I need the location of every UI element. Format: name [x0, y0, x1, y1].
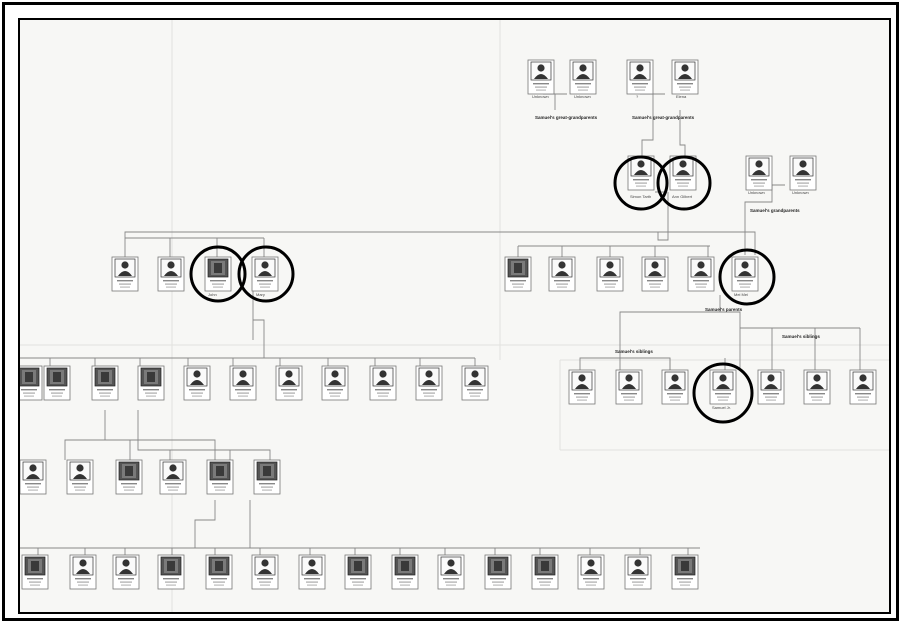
person-card[interactable] [112, 257, 138, 291]
family-tree-canvas: Samuel's great-grandparents Samuel's gre… [18, 18, 891, 614]
svg-text:Unknown: Unknown [574, 94, 591, 99]
person-card[interactable] [688, 257, 714, 291]
person-card[interactable] [370, 366, 396, 400]
caption-siblings-left: Samuel's siblings [615, 349, 653, 354]
caption-grandparents-right: Samuel's grandparents [750, 208, 800, 213]
person-card[interactable] [804, 370, 830, 404]
person-card-circled[interactable]: Samuel Jr. [710, 370, 736, 410]
person-card[interactable]: Unknown [790, 156, 816, 195]
caption-great-grandparents-left: Samuel's great-grandparents [535, 115, 598, 120]
person-card-circled[interactable]: John [205, 257, 231, 297]
person-card[interactable] [22, 555, 48, 589]
svg-text:?: ? [636, 94, 639, 99]
person-card[interactable] [206, 555, 232, 589]
person-card[interactable] [70, 555, 96, 589]
person-card[interactable] [416, 366, 442, 400]
person-card[interactable] [662, 370, 688, 404]
caption-parents: Samuel's parents [705, 307, 743, 312]
person-card[interactable]: Unknown [746, 156, 772, 195]
person-card[interactable]: Unknown [570, 60, 596, 99]
person-card[interactable] [20, 460, 46, 494]
caption-siblings-right: Samuel's siblings [782, 334, 820, 339]
person-card[interactable] [113, 555, 139, 589]
person-card[interactable] [438, 555, 464, 589]
person-card[interactable] [276, 366, 302, 400]
person-card-circled[interactable]: Mary [252, 257, 278, 297]
person-card[interactable] [230, 366, 256, 400]
person-card[interactable] [184, 366, 210, 400]
person-card[interactable] [116, 460, 142, 494]
person-card[interactable] [505, 257, 531, 291]
person-card[interactable] [345, 555, 371, 589]
person-card[interactable] [462, 366, 488, 400]
person-card[interactable] [160, 460, 186, 494]
person-card[interactable] [625, 555, 651, 589]
person-card[interactable] [67, 460, 93, 494]
person-card[interactable] [616, 370, 642, 404]
person-card[interactable] [597, 257, 623, 291]
svg-text:Unknown: Unknown [532, 94, 549, 99]
person-card[interactable] [254, 460, 280, 494]
person-card[interactable]: Unknown [528, 60, 554, 99]
svg-text:Samuel Jr.: Samuel Jr. [712, 405, 731, 410]
person-card[interactable] [299, 555, 325, 589]
person-card[interactable] [322, 366, 348, 400]
person-card[interactable] [549, 257, 575, 291]
person-card[interactable] [44, 366, 70, 400]
person-card[interactable] [532, 555, 558, 589]
svg-text:Elena: Elena [676, 94, 687, 99]
svg-text:Unknown: Unknown [792, 190, 809, 195]
person-card[interactable]: ? [627, 60, 653, 99]
person-card[interactable] [158, 257, 184, 291]
svg-text:Ann Gilbert: Ann Gilbert [672, 194, 693, 199]
person-card[interactable] [642, 257, 668, 291]
person-card[interactable] [20, 366, 42, 400]
person-card[interactable] [138, 366, 164, 400]
person-card[interactable] [578, 555, 604, 589]
person-card[interactable] [392, 555, 418, 589]
caption-great-grandparents-right: Samuel's great-grandparents [632, 115, 695, 120]
svg-text:Unknown: Unknown [748, 190, 765, 195]
person-card[interactable] [252, 555, 278, 589]
person-card[interactable] [569, 370, 595, 404]
person-card-circled[interactable]: Simon Tarth [628, 156, 654, 199]
person-card-circled[interactable]: Mei Mei [732, 257, 758, 297]
svg-text:John: John [208, 292, 217, 297]
svg-text:Mei Mei: Mei Mei [734, 292, 748, 297]
svg-text:Mary: Mary [256, 292, 265, 297]
person-card-circled[interactable]: Ann Gilbert [670, 156, 696, 199]
family-tree-diagram: Samuel's great-grandparents Samuel's gre… [20, 20, 889, 612]
person-card[interactable] [207, 460, 233, 494]
person-card[interactable] [158, 555, 184, 589]
person-card[interactable] [92, 366, 118, 400]
tree-connectors [20, 94, 860, 555]
person-card[interactable] [485, 555, 511, 589]
person-card[interactable] [850, 370, 876, 404]
scan-seams [20, 20, 889, 612]
svg-text:Simon Tarth: Simon Tarth [630, 194, 651, 199]
person-card[interactable] [758, 370, 784, 404]
person-card[interactable]: Elena [672, 60, 698, 99]
person-card[interactable] [672, 555, 698, 589]
